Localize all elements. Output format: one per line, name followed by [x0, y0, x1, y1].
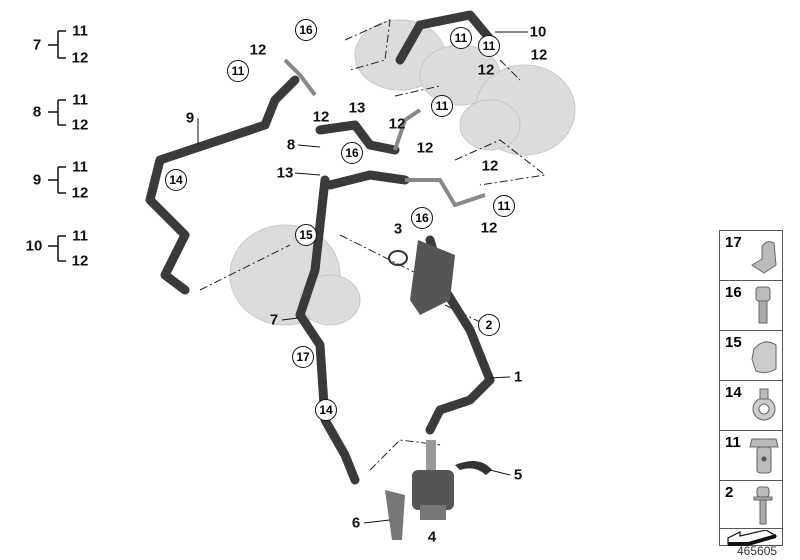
legend-item-14: 14	[719, 380, 783, 430]
electric-water-pump	[412, 440, 454, 520]
circled-part-label: 16	[411, 207, 433, 229]
circled-part-label: 16	[341, 142, 363, 164]
group-brackets	[48, 30, 66, 262]
hose-7	[295, 175, 360, 485]
group-child-label: 11	[72, 227, 88, 245]
part-label: 12	[416, 139, 434, 157]
circled-part-label: 11	[493, 195, 515, 217]
group-child-label: 11	[72, 91, 88, 109]
circled-part-label: 11	[478, 35, 500, 57]
group-child-label: 12	[71, 184, 89, 202]
clip-5	[455, 461, 492, 475]
part-label: 3	[393, 220, 403, 238]
part-label: 12	[481, 157, 499, 175]
part-label: 4	[427, 528, 437, 546]
part-label: 13	[276, 164, 294, 182]
hose-clip-icon	[751, 241, 777, 274]
circled-part-label: 11	[450, 27, 472, 49]
circled-part-label: 2	[478, 314, 500, 336]
part-label: 5	[513, 466, 523, 484]
clamp-icon	[751, 341, 777, 374]
direction-arrow-icon	[727, 530, 778, 546]
diagram-reference-number: 465605	[737, 544, 778, 558]
legend-item-15: 15	[719, 330, 783, 380]
part-label: 12	[388, 115, 406, 133]
legend-item-2: 2	[719, 480, 783, 528]
turbocharger-ghost	[229, 19, 576, 326]
legend-item-arrow	[719, 528, 783, 546]
group-parent-label: 9	[32, 171, 42, 189]
connector-pipe	[410, 240, 455, 315]
legend-item-16: 16	[719, 280, 783, 330]
group-child-label: 11	[72, 158, 88, 176]
group-parent-label: 7	[32, 36, 42, 54]
part-label: 7	[269, 311, 279, 329]
bracket-6	[385, 490, 405, 540]
group-child-label: 12	[71, 49, 89, 67]
part-label: 9	[185, 109, 195, 127]
group-child-label: 12	[71, 116, 89, 134]
part-label: 12	[480, 219, 498, 237]
part-label: 12	[312, 108, 330, 126]
group-parent-label: 10	[25, 237, 43, 255]
label-leaders	[197, 31, 528, 524]
metal-pipes	[283, 58, 486, 208]
part-label: 8	[286, 136, 296, 154]
circled-part-label: 11	[227, 60, 249, 82]
legend-item-11: 11	[719, 430, 783, 480]
circled-part-label: 14	[315, 399, 337, 421]
part-label: 12	[477, 61, 495, 79]
group-parent-label: 8	[32, 103, 42, 121]
socket-screw-icon	[755, 286, 771, 324]
circled-part-label: 15	[295, 224, 317, 246]
part-label: 10	[529, 23, 547, 41]
legend-item-17: 17	[719, 230, 783, 280]
part-label: 13	[348, 99, 366, 117]
banjo-bolt-icon	[749, 438, 779, 474]
seal-ring-3	[388, 250, 408, 266]
circled-part-label: 14	[165, 169, 187, 191]
hose-clamp-icon	[752, 388, 776, 421]
group-child-label: 12	[71, 252, 89, 270]
group-child-label: 11	[72, 22, 88, 40]
circled-part-label: 11	[431, 95, 453, 117]
circled-part-label: 16	[295, 19, 317, 41]
part-label: 1	[513, 368, 523, 386]
part-label: 12	[249, 41, 267, 59]
circled-part-label: 17	[292, 346, 314, 368]
flange-screw-icon	[753, 486, 773, 525]
hose-9	[145, 120, 270, 295]
part-label: 6	[351, 514, 361, 532]
hose-8	[325, 170, 410, 190]
part-label: 12	[530, 46, 548, 64]
